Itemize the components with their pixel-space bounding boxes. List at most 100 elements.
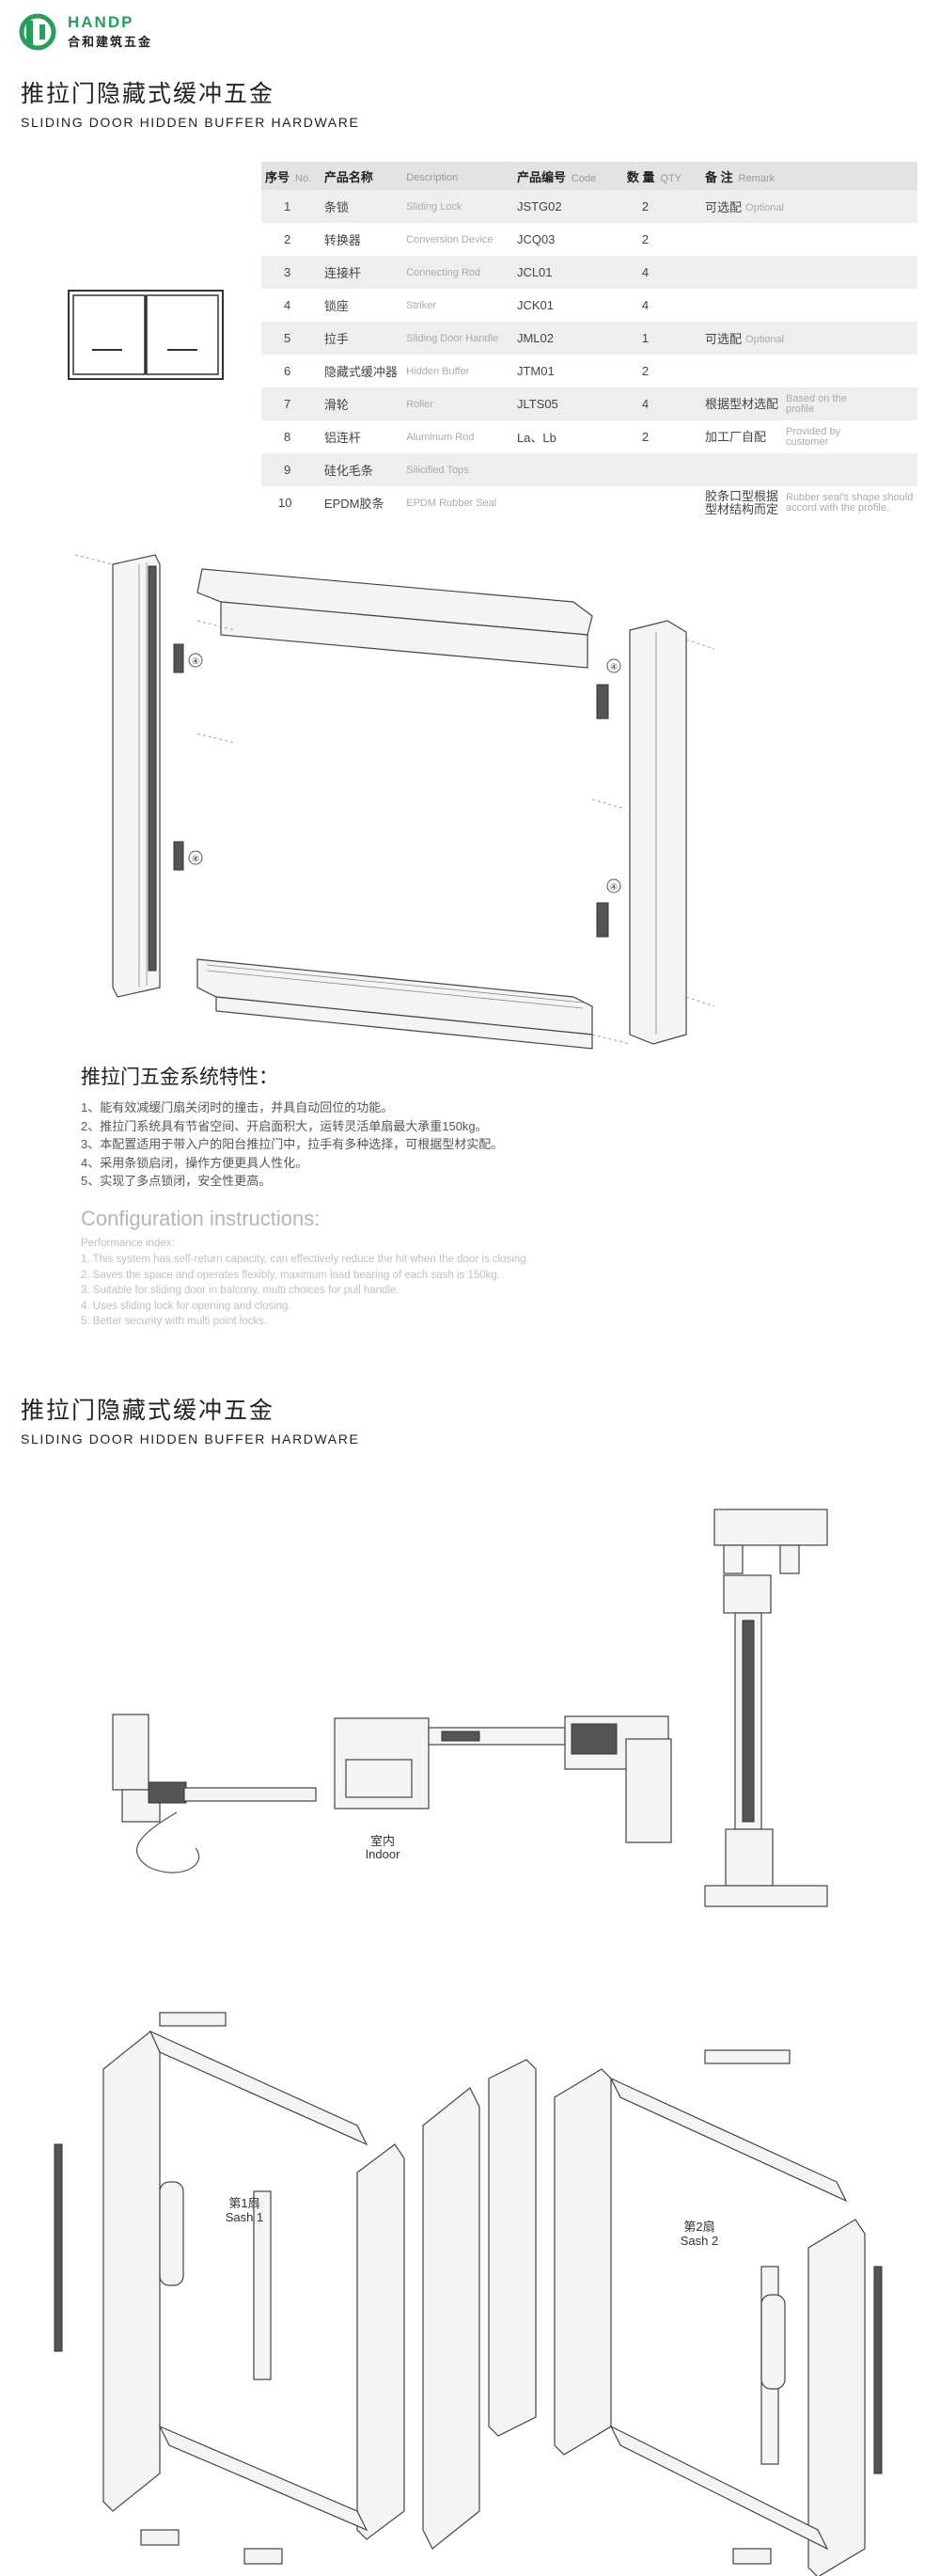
config-title: Configuration instructions: [81,1207,321,1230]
callout-marker: ④ [606,658,621,673]
cell-qty: 2 [622,355,701,387]
config-list: 1. This system has self-return capacity,… [81,1252,529,1330]
cell-desc: Conversion Device [402,223,513,256]
cell-remark [701,223,917,256]
cell-no: 8 [261,420,321,453]
cell-name: 隐藏式缓冲器 [320,355,403,387]
features-list: 1、能有效减缓门扇关闭时的撞击，并具自动回位的功能。 2、推拉门系统具有节省空间… [81,1098,503,1191]
cell-qty: 2 [622,223,701,256]
cell-code: JCK01 [512,289,623,322]
indoor-label-en: Indoor [365,1847,400,1861]
callout-marker: ④ [606,878,621,893]
th-desc: Description [402,162,513,190]
cell-qty: 4 [622,289,701,322]
cell-no: 3 [261,256,321,289]
cell-name: 条锁 [320,190,403,223]
list-item: 5. Better security with multi point lock… [81,1316,268,1327]
table-row: 4 锁座 Striker JCK01 4 [261,289,917,322]
table-row: 3 连接杆 Connecting Rod JCL01 4 [261,256,917,289]
cell-qty [622,453,701,486]
cell-name: 转换器 [320,223,403,256]
svg-text:④: ④ [192,656,199,666]
cell-qty: 2 [622,190,701,223]
sash2-label-en: Sash 2 [680,2234,719,2248]
cell-name: 拉手 [320,322,403,355]
cell-code [512,453,623,486]
sash1-label-en: Sash 1 [225,2210,264,2224]
list-item: 4. Uses sliding lock for opening and clo… [81,1300,291,1312]
list-item: 4、采用条锁启闭，操作方便更具人性化。 [81,1155,308,1170]
cell-code: JLTS05 [512,387,623,420]
cell-no: 2 [261,223,321,256]
cell-code: JTM01 [512,355,623,387]
cell-no: 6 [261,355,321,387]
cell-remark [701,355,917,387]
list-item: 3、本配置适用于带入户的阳台推拉门中，拉手有多种选择，可根据型材实配。 [81,1137,504,1151]
cell-desc: Hidden Buffer [402,355,513,387]
list-item: 2. Saves the space and operates flexibly… [81,1269,500,1281]
th-name: 产品名称 [320,162,403,190]
cell-desc: Aluminum Rod [402,420,513,453]
cell-qty: 4 [622,387,701,420]
cell-remark [701,256,917,289]
list-item: 1. This system has self-return capacity,… [81,1254,529,1265]
brand-name: HANDP [68,13,134,31]
list-item: 3. Suitable for sliding door in balcony,… [81,1285,400,1296]
cell-name: 铝连杆 [320,420,403,453]
table-row: 10 EPDM胶条 EPDM Rubber Seal 胶条口型根据型材结构而定R… [261,486,917,519]
table-row: 6 隐藏式缓冲器 Hidden Buffer JTM01 2 [261,355,917,387]
frame-exploded-diagram: ④ ④ ④ ④ [74,554,715,1050]
cell-no: 7 [261,387,321,420]
indoor-label-cn: 室内 [369,1834,395,1848]
list-item: 5、实现了多点锁闭，安全性更高。 [81,1174,272,1188]
cell-qty [622,486,701,519]
sliding-door-icon [68,290,224,380]
config-subtitle: Performance index: [81,1238,175,1249]
cell-no: 1 [261,190,321,223]
cell-desc: Sliding Lock [402,190,513,223]
cell-no: 5 [261,322,321,355]
cell-remark [701,453,917,486]
cell-qty: 4 [622,256,701,289]
cell-name: EPDM胶条 [320,486,403,519]
section2-title-en: SLIDING DOOR HIDDEN BUFFER HARDWARE [21,1431,360,1446]
features-title: 推拉门五金系统特性： [81,1067,278,1088]
cell-desc: EPDM Rubber Seal [402,486,513,519]
brand-logo [19,13,56,51]
cell-desc: Striker [402,289,513,322]
cell-qty: 2 [622,420,701,453]
cell-code: JCL01 [512,256,623,289]
cell-name: 滑轮 [320,387,403,420]
section2-title-cn: 推拉门隐藏式缓冲五金 [21,1398,275,1424]
cell-no: 4 [261,289,321,322]
cell-remark: 胶条口型根据型材结构而定Rubber seal's shape should a… [701,486,917,519]
cell-code: JSTG02 [512,190,623,223]
callout-marker: ④ [188,850,203,865]
sash-exploded-diagram [54,2012,883,2576]
cell-code [512,486,623,519]
cell-remark [701,289,917,322]
cell-name: 锁座 [320,289,403,322]
vertical-section-diagram [704,1509,828,1907]
callout-marker: ④ [188,653,203,668]
cell-desc: Roller [402,387,513,420]
cell-name: 硅化毛条 [320,453,403,486]
horizontal-section-diagram [112,1714,672,1873]
sash1-label-cn: 第1扇 [228,2196,260,2210]
svg-text:④: ④ [192,854,199,863]
cell-no: 10 [261,486,321,519]
svg-text:④: ④ [610,882,618,892]
list-item: 1、能有效减缓门扇关闭时的撞击，并具自动回位的功能。 [81,1100,394,1114]
cell-qty: 1 [622,322,701,355]
cell-code: JCQ03 [512,223,623,256]
